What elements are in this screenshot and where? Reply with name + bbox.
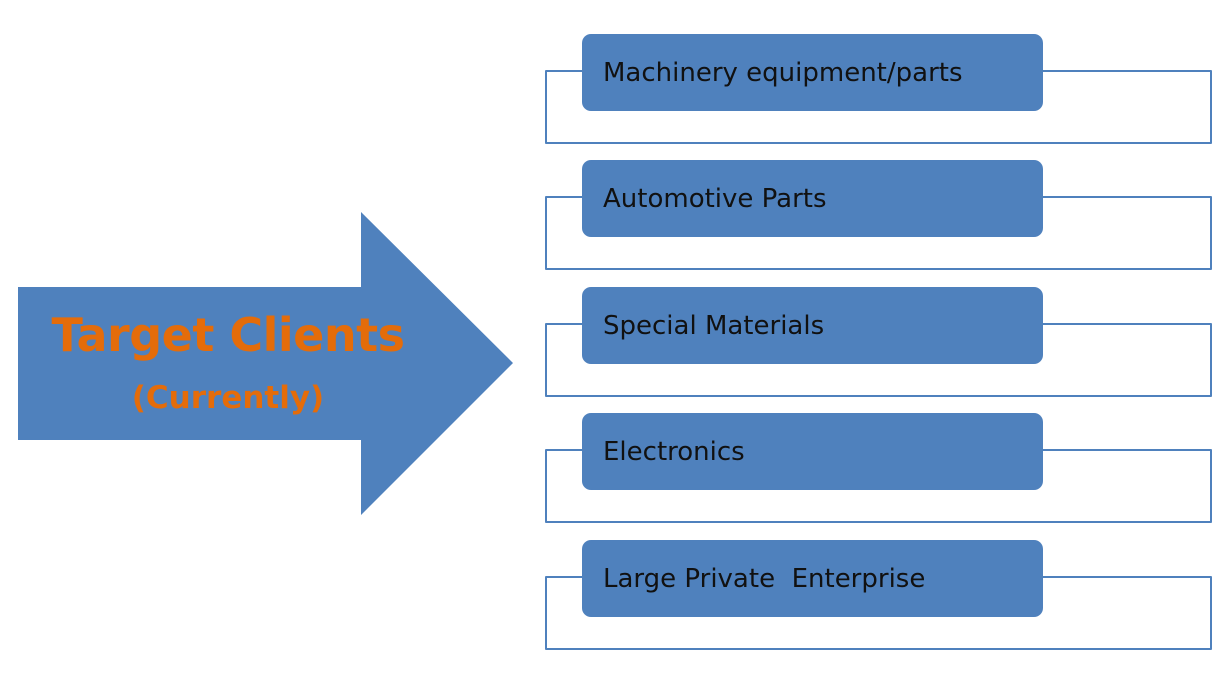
client-category-label: Large Private Enterprise xyxy=(603,563,926,594)
client-category-box: Electronics xyxy=(582,413,1043,490)
client-category-box: Automotive Parts xyxy=(582,160,1043,237)
client-category-item: Machinery equipment/parts xyxy=(545,34,1212,146)
client-category-item: Special Materials xyxy=(545,287,1212,399)
client-category-item: Automotive Parts xyxy=(545,160,1212,272)
client-category-label: Machinery equipment/parts xyxy=(603,57,963,88)
client-category-box: Special Materials xyxy=(582,287,1043,364)
client-category-label: Electronics xyxy=(603,436,745,467)
client-category-label: Automotive Parts xyxy=(603,183,827,214)
arrow-subtitle: (Currently) xyxy=(131,380,325,416)
big-right-arrow xyxy=(18,212,513,515)
client-category-label: Special Materials xyxy=(603,310,825,341)
client-category-box: Machinery equipment/parts xyxy=(582,34,1043,111)
client-category-item: Large Private Enterprise xyxy=(545,540,1212,652)
client-category-item: Electronics xyxy=(545,413,1212,525)
arrow-title: Target Clients xyxy=(51,308,405,362)
client-category-box: Large Private Enterprise xyxy=(582,540,1043,617)
